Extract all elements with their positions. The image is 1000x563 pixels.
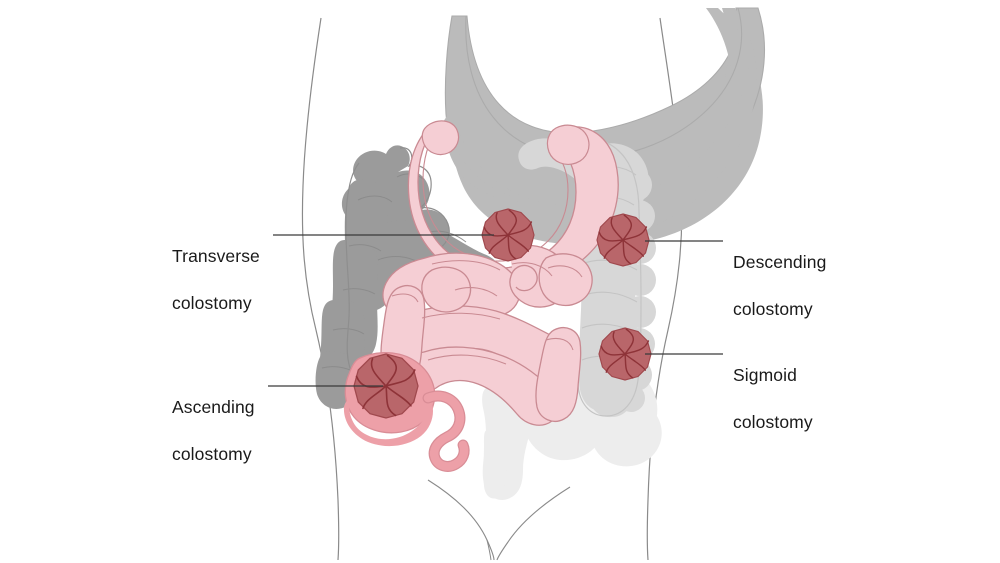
- label-descending-line1: Descending: [733, 252, 827, 273]
- sigmoid-colostomy-stoma[interactable]: [599, 328, 651, 380]
- label-transverse-line1: Transverse: [172, 246, 260, 267]
- small-intestine-contours: [391, 260, 583, 365]
- ascending-colostomy-stoma[interactable]: [354, 354, 418, 418]
- label-ascending-line2: colostomy: [172, 443, 252, 464]
- label-ascending-line1: Ascending: [172, 397, 255, 418]
- leader-lines: [268, 234, 723, 387]
- transverse-colon: [407, 120, 619, 286]
- label-transverse-line2: colostomy: [172, 292, 252, 313]
- small-intestine: [380, 244, 593, 426]
- label-sigmoid-colostomy: Sigmoid colostomy: [733, 341, 813, 457]
- label-ascending-colostomy: Ascending colostomy: [172, 373, 255, 489]
- label-descending-colostomy: Descending colostomy: [733, 228, 826, 344]
- transverse-colostomy-stoma[interactable]: [482, 209, 534, 261]
- label-sigmoid-line2: colostomy: [733, 411, 813, 432]
- label-transverse-colostomy: Transverse colostomy: [172, 222, 260, 338]
- descending-colostomy-stoma[interactable]: [597, 214, 649, 266]
- label-sigmoid-line1: Sigmoid: [733, 365, 797, 386]
- label-descending-line2: colostomy: [733, 298, 813, 319]
